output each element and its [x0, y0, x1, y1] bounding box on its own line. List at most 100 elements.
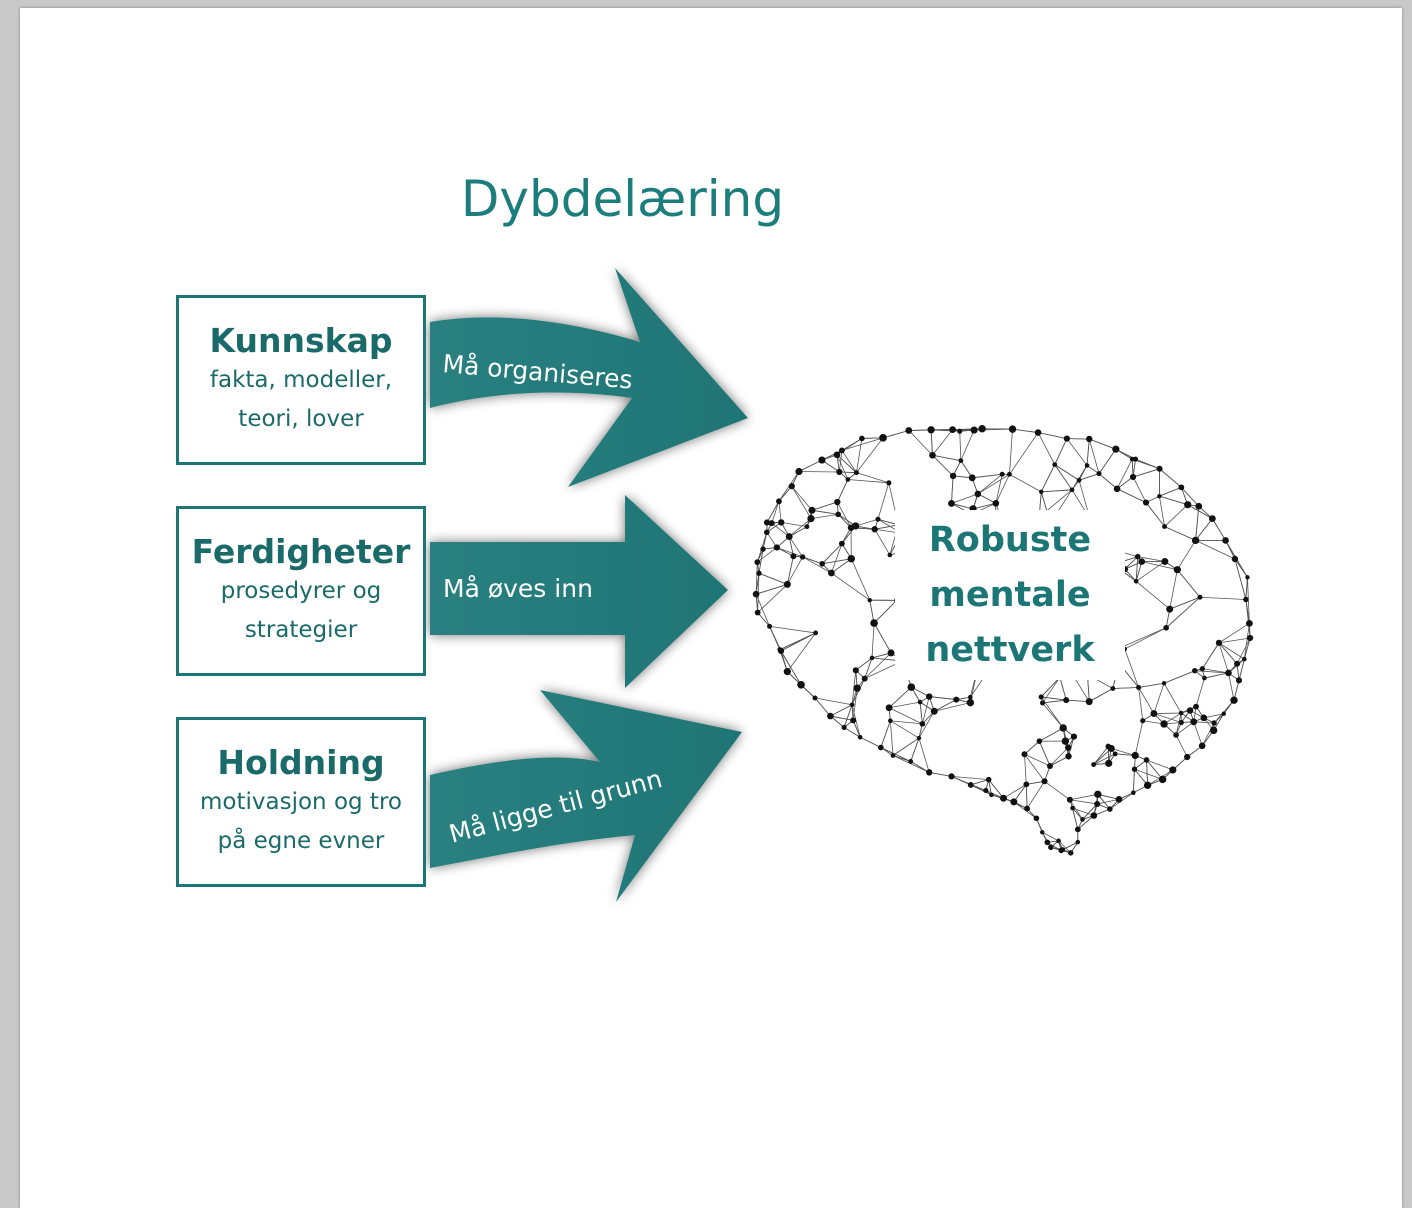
brain-network-link [890, 720, 923, 725]
brain-network-link [1169, 596, 1201, 610]
brain-network-node [886, 480, 892, 486]
brain-network-node [1197, 594, 1203, 600]
brain-network-node [978, 425, 986, 433]
brain-network-link [831, 558, 852, 574]
brain-network-link [757, 612, 770, 627]
brain-network-link [1078, 473, 1100, 481]
brain-network-link [1146, 759, 1149, 786]
brain-network-node [1068, 850, 1074, 856]
brain-network-node [1066, 796, 1073, 803]
brain-network-node [1186, 707, 1194, 714]
box-kunnskap-text-2: teori, lover [238, 406, 364, 432]
brain-network-node [1040, 830, 1045, 835]
brain-label-line-2: mentale [929, 574, 1091, 615]
brain-network-node [849, 702, 855, 708]
brain-network-link [1187, 504, 1213, 519]
brain-network-link [1212, 518, 1226, 541]
brain-network-node [760, 546, 766, 552]
brain-network-link [814, 697, 853, 706]
brain-network-node [812, 695, 818, 701]
brain-network-node [919, 721, 926, 727]
brain-network-node [949, 472, 957, 480]
brain-network-node [834, 498, 841, 506]
brain-network-node [1138, 558, 1146, 565]
brain-network-node [1225, 669, 1232, 677]
brain-network-link [1044, 780, 1071, 801]
brain-network-node [1136, 684, 1142, 690]
brain-network-link [1134, 768, 1163, 780]
brain-network-link [1089, 438, 1116, 450]
brain-network-node [799, 554, 806, 560]
brain-network-link [811, 501, 838, 511]
brain-network-node [1230, 696, 1238, 704]
box-kunnskap-text-1: fakta, modeller, [209, 367, 393, 393]
brain-network-node [879, 434, 887, 442]
brain-network-link [814, 697, 831, 717]
brain-network-link [802, 556, 832, 574]
brain-network-link [1195, 677, 1205, 707]
brain-network-node [818, 456, 826, 464]
box-kunnskap: Kunnskap fakta, modeller, teori, lover [176, 295, 426, 465]
brain-network-node [905, 427, 913, 434]
brain-network-node [797, 680, 805, 689]
brain-network-node [1021, 751, 1028, 758]
brain-network-link [871, 623, 875, 658]
brain-network-link [1112, 687, 1139, 689]
brain-network-link [1169, 569, 1178, 610]
brain-network-link [951, 503, 974, 510]
brain-network-node [1075, 839, 1081, 845]
brain-network-link [1218, 637, 1251, 644]
brain-network-node [887, 552, 893, 558]
brain-network-node [1038, 694, 1044, 700]
brain-network-node [1245, 575, 1250, 580]
brain-network-link [970, 779, 989, 786]
brain-network-node [763, 519, 771, 526]
brain-network-link [1024, 753, 1051, 767]
brain-network-link [1218, 642, 1245, 660]
brain-network-node [807, 515, 815, 523]
brain-network-node [819, 560, 825, 567]
brain-network-node [948, 500, 955, 507]
brain-network-node [1195, 502, 1203, 510]
brain-network-link [1163, 683, 1182, 714]
brain-network-link [798, 459, 823, 472]
brain-network-link [1077, 815, 1095, 830]
brain-network-link [1054, 464, 1080, 481]
brain-network-node [1059, 724, 1067, 732]
brain-network-link [1054, 464, 1073, 491]
brain-network-link [1202, 668, 1229, 674]
brain-network-node [967, 694, 973, 700]
brain-network-link [1089, 688, 1114, 702]
brain-network-link [1134, 720, 1144, 756]
brain-network-node [885, 704, 893, 712]
brain-network-link [1024, 753, 1045, 782]
brain-network-link [810, 513, 839, 520]
brain-network-node [958, 458, 964, 464]
brain-network-link [830, 704, 853, 717]
brain-network-node [878, 744, 884, 751]
brain-network-link [811, 509, 839, 515]
brain-network-link [755, 562, 758, 595]
brain-network-node [1041, 778, 1048, 785]
brain-network-link [771, 522, 790, 537]
brain-network-node [1169, 766, 1177, 774]
brain-network-node [869, 655, 875, 661]
brain-network-link [841, 450, 857, 473]
brain-network-node [1046, 762, 1053, 769]
brain-network-link [1041, 489, 1073, 493]
brain-network-link [802, 556, 823, 565]
brain-network-link [836, 479, 849, 503]
brain-network-link [1098, 473, 1118, 490]
brain-network-link [769, 626, 816, 634]
brain-network-link [855, 657, 873, 671]
brain-network-node [870, 619, 878, 627]
box-holdning: Holdning motivasjon og tro på egne evner [176, 717, 426, 887]
brain-network-link [836, 501, 852, 528]
brain-network-node [1191, 536, 1200, 545]
brain-network-link [788, 536, 803, 558]
brain-network-node [1007, 471, 1012, 477]
arrow-liggetilgrunn [430, 690, 742, 902]
brain-network-link [836, 454, 857, 473]
brain-network-link [778, 501, 782, 523]
brain-network-node [1085, 698, 1093, 706]
